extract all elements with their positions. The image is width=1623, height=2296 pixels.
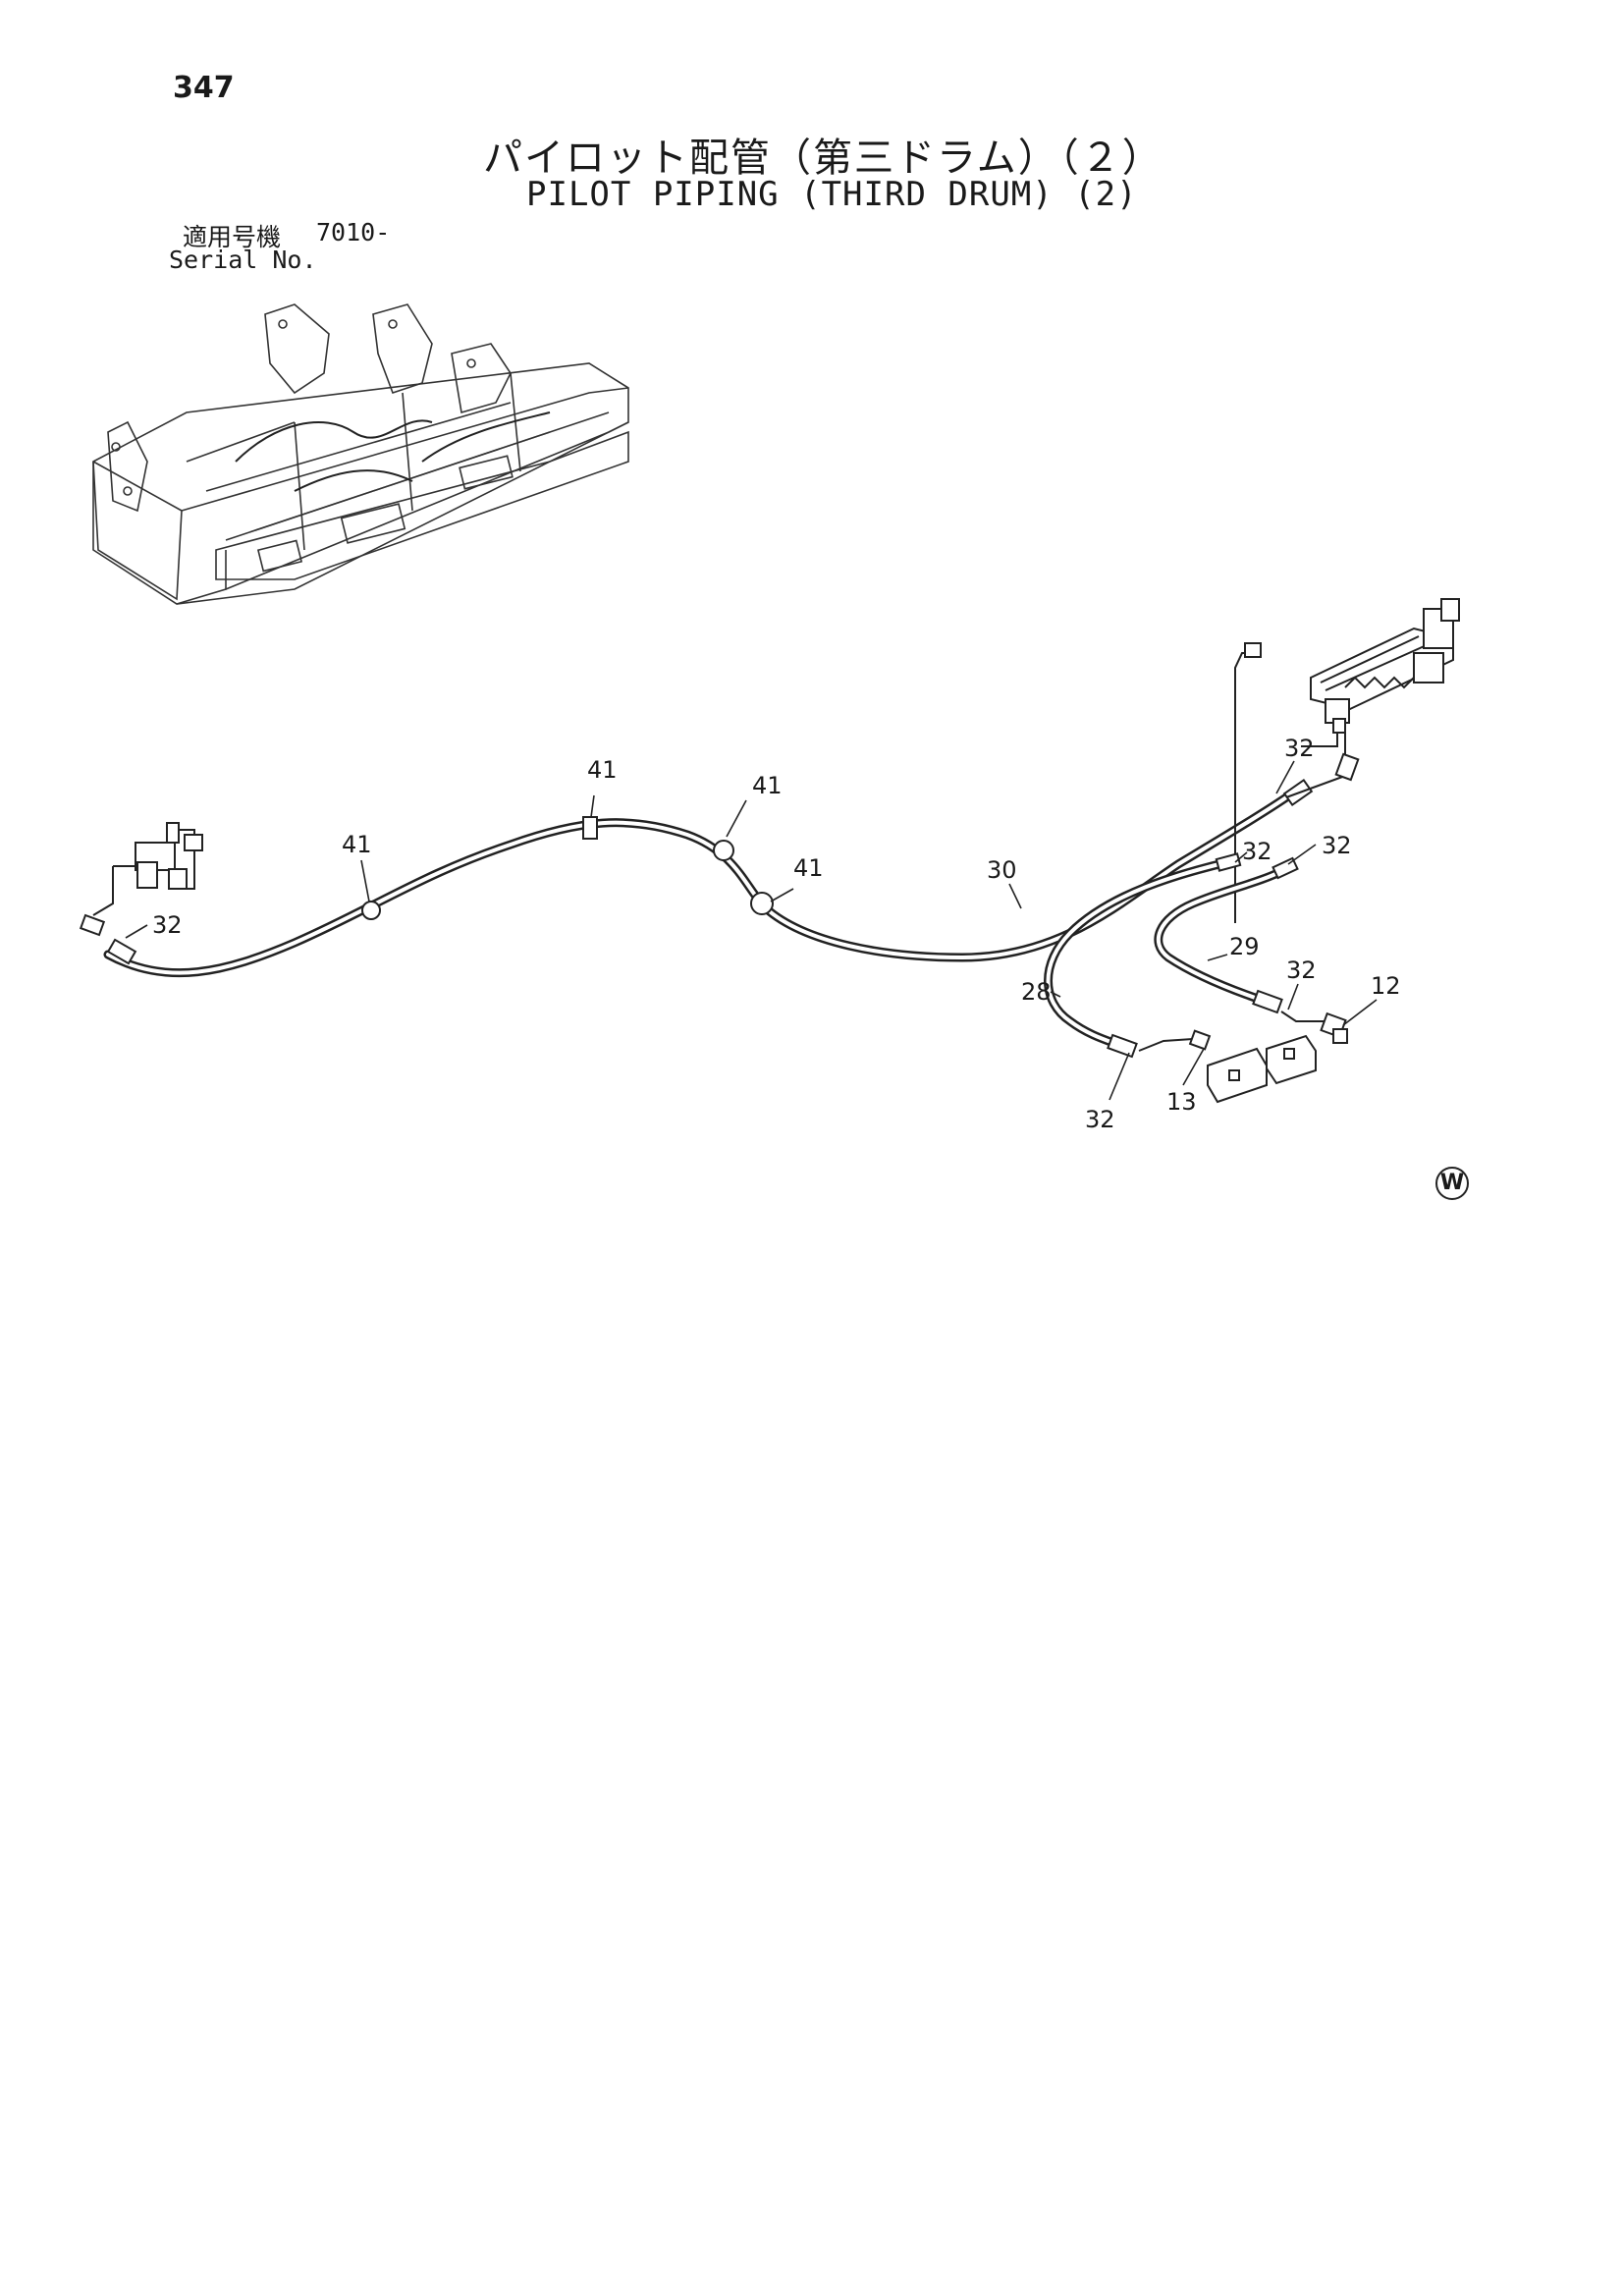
callout-32-right: 32 [1322,832,1352,859]
shuttle-valves [1138,1011,1348,1104]
callout-41-upper: 41 [587,756,618,784]
callout-30: 30 [987,856,1017,884]
page-title-japanese: パイロット配管（第三ドラム）（２） [483,136,1163,181]
callout-32-top: 32 [1284,735,1315,762]
callout-12: 12 [1371,972,1401,1000]
callout-labels: 41 41 41 41 30 32 32 32 32 32 32 29 28 1… [152,735,1401,1133]
hose-30 [103,778,1314,978]
callout-32-middle: 32 [1242,838,1272,865]
callout-29: 29 [1229,933,1260,960]
callout-32-left: 32 [152,911,183,939]
left-pilot-valve [79,822,203,937]
parts-diagram: 41 41 41 41 30 32 32 32 32 32 32 29 28 1… [79,303,1460,1133]
serial-number-value: 7010- [316,218,391,246]
callout-13: 13 [1166,1088,1197,1116]
serial-label-japanese: 適用号機 [183,223,282,251]
corner-mark: W [1435,1167,1469,1200]
page-number: 347 [173,71,235,105]
hose-29 [1154,856,1299,1014]
page-title-english: PILOT PIPING (THIRD DRUM) (2) [526,175,1138,214]
serial-label-english: Serial No. [169,246,317,274]
upper-right-valve-bracket [1234,598,1460,923]
callout-32-lower-right: 32 [1286,957,1317,984]
hose-28 [1044,852,1242,1059]
callout-leaders [125,760,1378,1101]
callout-32-bottom: 32 [1085,1106,1115,1133]
callout-41-right: 41 [752,772,783,799]
callout-28: 28 [1021,978,1052,1006]
callout-41-left: 41 [342,831,372,858]
machine-frame-overview [92,303,629,605]
callout-41-lower: 41 [793,854,824,882]
